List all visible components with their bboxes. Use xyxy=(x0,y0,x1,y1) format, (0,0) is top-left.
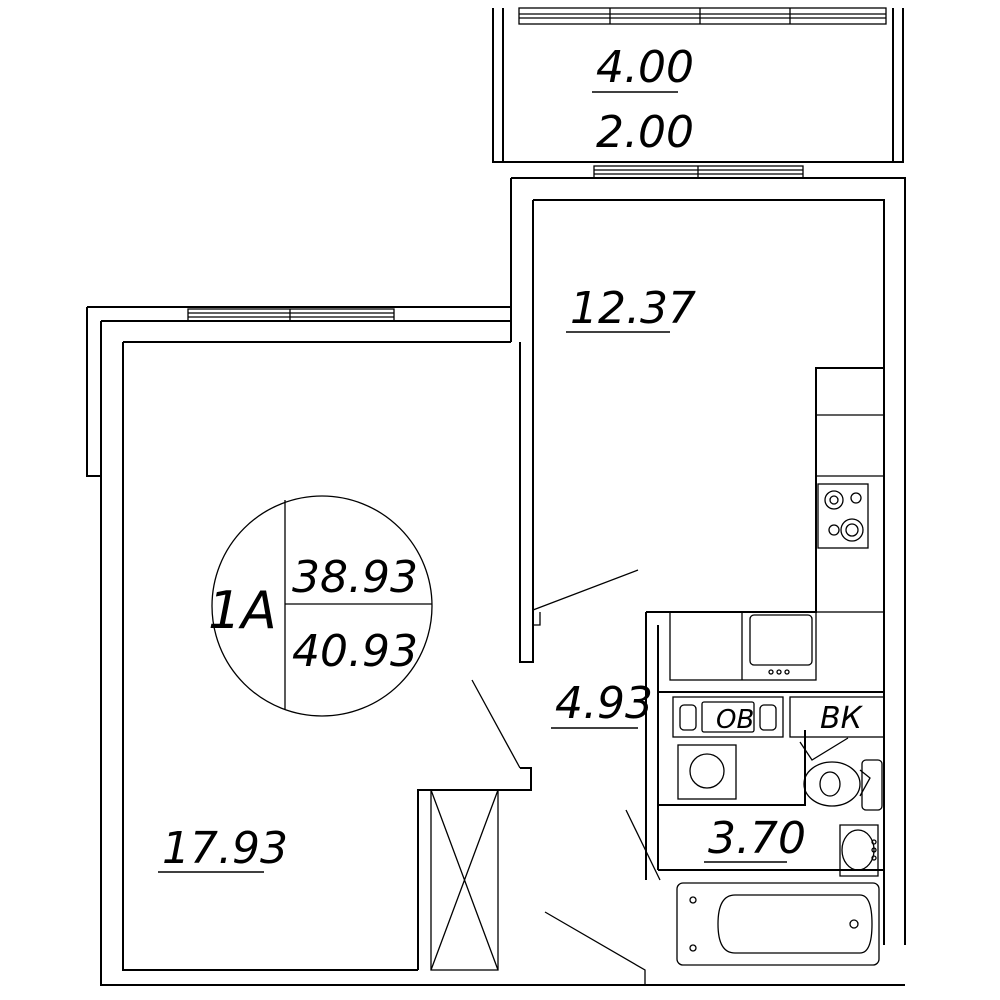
balcony-area: 4.00 xyxy=(596,42,694,93)
kitchen-area: 12.37 xyxy=(570,283,696,334)
apartment-badge: 1A 38.93 40.93 xyxy=(208,495,433,717)
hall-area: 4.93 xyxy=(555,678,653,729)
bathroom-area: 3.70 xyxy=(708,813,806,864)
kitchen-units xyxy=(669,367,885,681)
toilet-icon xyxy=(803,759,883,811)
utility-box xyxy=(672,696,885,761)
living-room-area: 17.93 xyxy=(162,823,288,874)
door-swings xyxy=(471,569,661,985)
windows xyxy=(187,7,887,322)
balcony-reduced-area: 2.00 xyxy=(596,107,694,158)
sink-icon xyxy=(839,824,879,877)
apartment-code: 1A xyxy=(208,581,277,641)
washing-machine-icon xyxy=(677,744,737,800)
stove-icon xyxy=(817,483,869,549)
water-heater-label: ОВ xyxy=(716,705,754,735)
walls xyxy=(86,8,906,986)
bathtub-icon xyxy=(676,882,880,966)
living-area: 38.93 xyxy=(292,552,418,603)
total-area: 40.93 xyxy=(292,626,418,677)
water-meter-label: ВК xyxy=(820,701,864,736)
area-labels: 4.00 2.00 12.37 4.93 3.70 17.93 ОВ ВК xyxy=(158,42,864,874)
